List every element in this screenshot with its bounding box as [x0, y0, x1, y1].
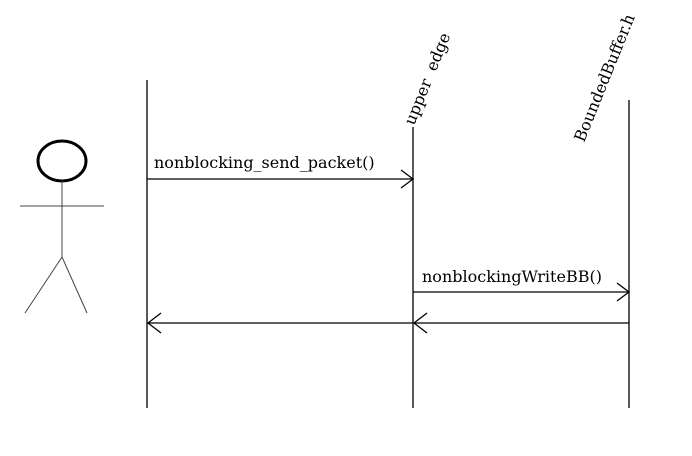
message-nonblocking-send-packet: nonblocking_send_packet() [147, 153, 415, 189]
lifeline-label-upper-edge: upper edge [400, 30, 454, 128]
actor-right-leg [61, 256, 88, 314]
message-label-write-bb: nonblockingWriteBB() [422, 267, 602, 286]
message-label-send-packet: nonblocking_send_packet() [154, 153, 375, 172]
arrowhead-left [146, 312, 162, 334]
arrowhead-right [400, 169, 415, 189]
arrowhead-right [616, 282, 631, 302]
message-nonblocking-write-bb: nonblockingWriteBB() [413, 267, 631, 302]
message-return-to-upper-edge [412, 312, 629, 334]
actor-head [36, 139, 88, 183]
actor-figure [20, 139, 104, 314]
arrowhead-left [412, 312, 428, 334]
message-return-to-actor [146, 312, 413, 334]
actor-left-leg [24, 256, 63, 314]
